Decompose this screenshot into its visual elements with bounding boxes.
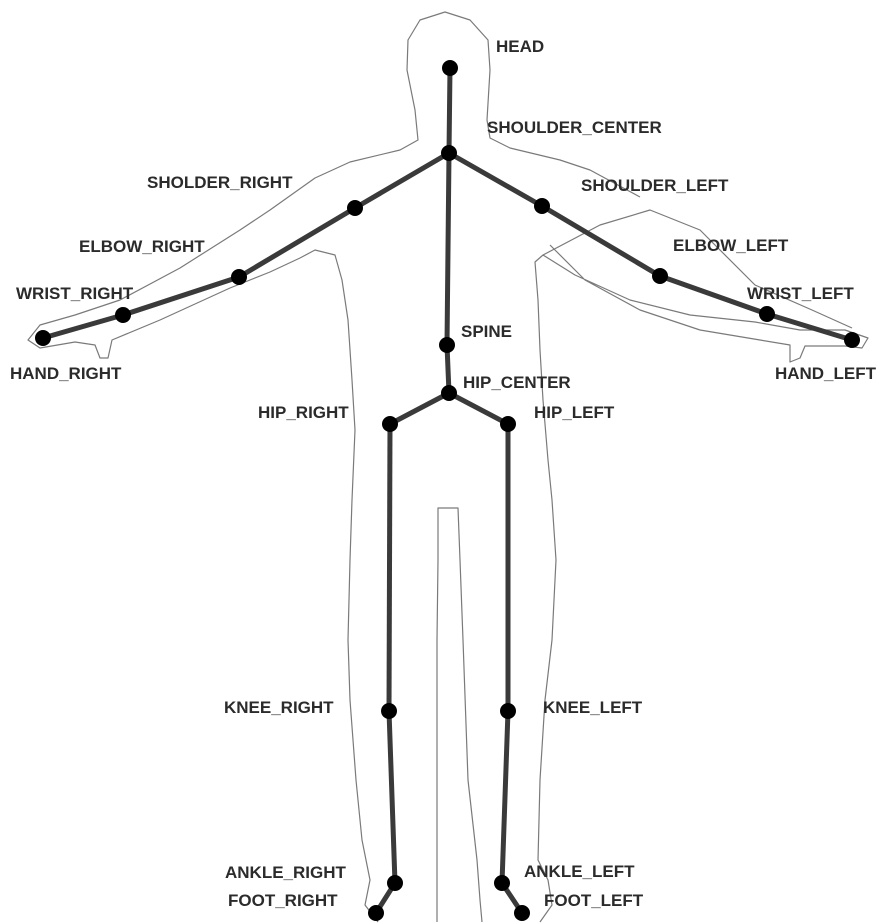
joint-ankle-right [387, 875, 403, 891]
joint-foot-left [514, 905, 530, 921]
label-wrist-right: WRIST_RIGHT [16, 284, 134, 303]
bone-knee-right-to-ankle-right [389, 711, 395, 883]
label-spine: SPINE [461, 322, 512, 341]
joint-hand-right [35, 330, 51, 346]
joint-wrist-left [759, 306, 775, 322]
bone-shoulder-center-to-spine [447, 153, 449, 345]
label-shoulder-center: SHOULDER_CENTER [487, 118, 662, 137]
label-head: HEAD [496, 37, 544, 56]
label-knee-left: KNEE_LEFT [543, 698, 643, 717]
label-shoulder-left: SHOULDER_LEFT [581, 176, 729, 195]
label-hand-left: HAND_LEFT [775, 364, 877, 383]
label-hip-right: HIP_RIGHT [258, 403, 349, 422]
label-hip-center: HIP_CENTER [463, 373, 571, 392]
joint-elbow-right [231, 269, 247, 285]
joint-head [442, 60, 458, 76]
bone-shoulder-center-to-shoulder-right [355, 153, 449, 208]
joint-elbow-left [652, 268, 668, 284]
label-wrist-left: WRIST_LEFT [747, 284, 854, 303]
joint-labels: HEAD SHOULDER_CENTER SHOLDER_RIGHT SHOULDER… [10, 37, 877, 910]
bone-hip-center-to-hip-right [390, 393, 449, 424]
label-foot-right: FOOT_RIGHT [228, 891, 338, 910]
joint-shoulder-left [534, 198, 550, 214]
joint-wrist-right [115, 307, 131, 323]
joint-foot-right [368, 905, 384, 921]
bone-hip-center-to-hip-left [449, 393, 508, 424]
label-shoulder-right: SHOLDER_RIGHT [147, 173, 293, 192]
joint-hand-left [844, 332, 860, 348]
label-knee-right: KNEE_RIGHT [224, 698, 334, 717]
joint-hip-right [382, 416, 398, 432]
joint-knee-right [381, 703, 397, 719]
bone-head-to-shoulder-center [449, 68, 450, 153]
label-hand-right: HAND_RIGHT [10, 364, 122, 383]
joint-spine [439, 337, 455, 353]
skeleton-bones [43, 68, 852, 913]
bone-wrist-right-to-hand-right [43, 315, 123, 338]
label-ankle-right: ANKLE_RIGHT [225, 863, 347, 882]
label-elbow-right: ELBOW_RIGHT [79, 237, 205, 256]
joint-ankle-left [494, 875, 510, 891]
bone-hip-right-to-knee-right [389, 424, 390, 711]
joint-shoulder-right [347, 200, 363, 216]
joint-hip-center [441, 385, 457, 401]
label-ankle-left: ANKLE_LEFT [524, 862, 635, 881]
bone-shoulder-center-to-shoulder-left [449, 153, 542, 206]
bone-knee-left-to-ankle-left [502, 711, 508, 883]
joint-shoulder-center [441, 145, 457, 161]
bone-elbow-right-to-wrist-right [123, 277, 239, 315]
joint-knee-left [500, 703, 516, 719]
label-foot-left: FOOT_LEFT [544, 891, 644, 910]
label-elbow-left: ELBOW_LEFT [673, 236, 789, 255]
label-hip-left: HIP_LEFT [534, 403, 615, 422]
joint-hip-left [500, 416, 516, 432]
